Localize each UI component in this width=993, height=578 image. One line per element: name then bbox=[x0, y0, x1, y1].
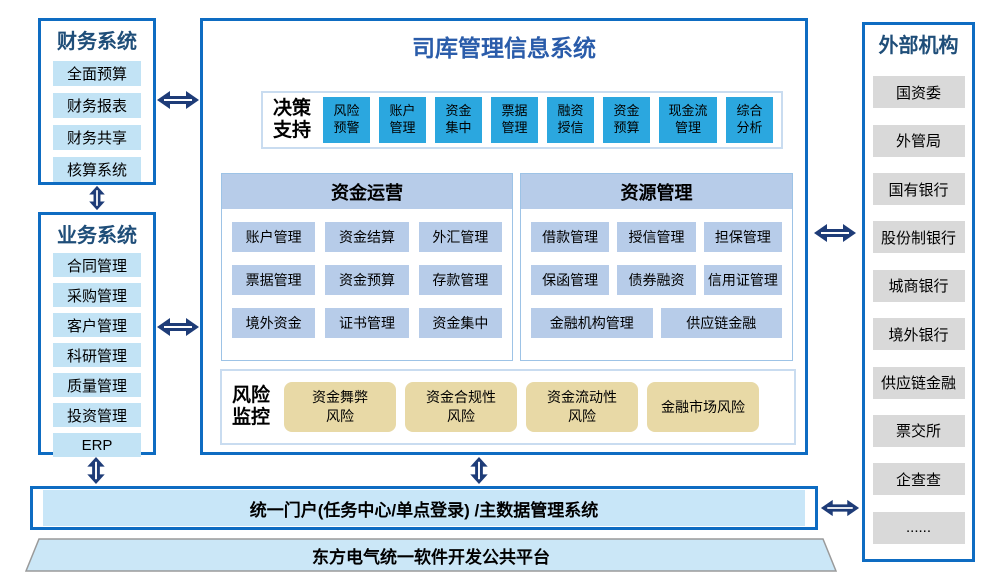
external-organization-item: 国资委 bbox=[872, 76, 965, 109]
resource-management-title: 资源管理 bbox=[521, 174, 792, 209]
risk-monitoring-item: 资金流动性 风险 bbox=[526, 382, 639, 432]
financial-system-item: 财务共享 bbox=[53, 125, 141, 150]
resource-management-item: 授信管理 bbox=[617, 222, 696, 252]
risk-monitoring-label: 风险 监控 bbox=[232, 384, 271, 428]
financial-system-item: 全面预算 bbox=[53, 61, 141, 86]
business-system-item: ERP bbox=[53, 433, 141, 457]
decision-support-item: 资金 集中 bbox=[435, 97, 483, 143]
resource-management-item: 担保管理 bbox=[703, 222, 782, 252]
decision-support-item: 综合 分析 bbox=[726, 97, 774, 143]
external-organization-item: 股份制银行 bbox=[872, 221, 965, 254]
external-organizations-items: 国资委外管局国有银行股份制银行城商银行境外银行供应链金融票交所企查查...... bbox=[865, 60, 972, 560]
arrow-treasury-external-icon bbox=[814, 224, 856, 242]
risk-monitoring-items: 资金舞弊 风险资金合规性 风险资金流动性 风险金融市场风险 bbox=[284, 382, 760, 432]
business-system-item: 采购管理 bbox=[53, 283, 141, 307]
business-system-items: 合同管理采购管理客户管理科研管理质量管理投资管理 ERP bbox=[41, 253, 153, 457]
resource-management-item: 金融机构管理 bbox=[531, 308, 653, 338]
decision-support-item: 资金 预算 bbox=[603, 97, 651, 143]
capital-operation-item: 境外资金 bbox=[232, 308, 316, 338]
platform-label: 东方电气统一软件开发公共平台 bbox=[312, 547, 550, 567]
external-organization-item: 外管局 bbox=[872, 124, 965, 157]
capital-operation-item: 资金结算 bbox=[325, 222, 409, 252]
risk-monitoring-item: 金融市场风险 bbox=[647, 382, 760, 432]
decision-support-row: 决策 支持 风险 预警账户 管理资金 集中票据 管理融资 授信资金 预算现金流 … bbox=[261, 91, 783, 149]
decision-support-label: 决策 支持 bbox=[273, 97, 312, 141]
platform-trapezoid-shape bbox=[24, 538, 838, 572]
business-system-item: 科研管理 bbox=[53, 343, 141, 367]
external-organization-item: 企查查 bbox=[872, 463, 965, 496]
capital-operation-title: 资金运营 bbox=[222, 174, 512, 209]
resource-management-items: 借款管理授信管理担保管理保函管理债券融资信用证管理金融机构管理供应链金融 bbox=[521, 209, 792, 351]
business-system-title: 业务系统 bbox=[57, 225, 137, 247]
external-organization-item: 国有银行 bbox=[872, 173, 965, 206]
decision-support-items: 风险 预警账户 管理资金 集中票据 管理融资 授信资金 预算现金流 管理综合 分… bbox=[323, 97, 774, 143]
unified-portal-bar: 统一门户(任务中心/单点登录) /主数据管理系统 bbox=[30, 486, 818, 530]
external-organization-item: 城商银行 bbox=[872, 269, 965, 302]
business-system-item: 合同管理 bbox=[53, 253, 141, 277]
external-organization-item: ...... bbox=[872, 511, 965, 544]
resource-management-item: 保函管理 bbox=[531, 265, 610, 295]
unified-portal-label: 统一门户(任务中心/单点登录) /主数据管理系统 bbox=[249, 500, 599, 520]
capital-operation-item: 资金集中 bbox=[418, 308, 502, 338]
capital-operation-item: 票据管理 bbox=[232, 265, 316, 295]
financial-system-items: 全面预算财务报表财务共享核算系统 bbox=[41, 61, 153, 182]
decision-support-item: 现金流 管理 bbox=[659, 97, 718, 143]
financial-system-item: 财务报表 bbox=[53, 93, 141, 118]
business-system-item: 客户管理 bbox=[53, 313, 141, 337]
arrow-business-portal-icon bbox=[87, 456, 105, 485]
arrow-treasury-portal-icon bbox=[470, 456, 488, 485]
capital-operation-item: 存款管理 bbox=[418, 265, 502, 295]
arrow-business-treasury-icon bbox=[157, 318, 199, 336]
decision-support-item: 风险 预警 bbox=[323, 97, 371, 143]
decision-support-item: 融资 授信 bbox=[547, 97, 595, 143]
risk-monitoring-item: 资金合规性 风险 bbox=[405, 382, 518, 432]
arrow-financial-treasury-icon bbox=[157, 91, 199, 109]
platform-bar: 东方电气统一软件开发公共平台 bbox=[24, 538, 838, 572]
capital-operation-item: 证书管理 bbox=[325, 308, 409, 338]
resource-management-item: 信用证管理 bbox=[703, 265, 782, 295]
risk-monitoring-row: 风险 监控 资金舞弊 风险资金合规性 风险资金流动性 风险金融市场风险 bbox=[220, 369, 796, 445]
external-organization-item: 境外银行 bbox=[872, 318, 965, 351]
resource-management-panel: 资源管理 借款管理授信管理担保管理保函管理债券融资信用证管理金融机构管理供应链金… bbox=[520, 173, 793, 361]
unified-portal-fill bbox=[43, 490, 805, 526]
treasury-title: 司库管理信息系统 bbox=[412, 35, 596, 61]
capital-operation-item: 账户管理 bbox=[232, 222, 316, 252]
business-system-box: 业务系统 合同管理采购管理客户管理科研管理质量管理投资管理 ERP bbox=[38, 212, 156, 457]
business-system-item: 投资管理 bbox=[53, 403, 141, 427]
treasury-system-box: 司库管理信息系统 决策 支持 风险 预警账户 管理资金 集中票据 管理融资 授信… bbox=[200, 18, 808, 455]
external-organizations-title: 外部机构 bbox=[878, 35, 959, 57]
business-system-item: 质量管理 bbox=[53, 373, 141, 397]
resource-management-item: 债券融资 bbox=[617, 265, 696, 295]
resource-management-item: 供应链金融 bbox=[660, 308, 782, 338]
financial-system-box: 财务系统 全面预算财务报表财务共享核算系统 bbox=[38, 18, 156, 185]
decision-support-item: 票据 管理 bbox=[491, 97, 539, 143]
decision-support-item: 账户 管理 bbox=[379, 97, 427, 143]
financial-system-item: 核算系统 bbox=[53, 157, 141, 182]
resource-management-item: 借款管理 bbox=[531, 222, 610, 252]
capital-operation-panel: 资金运营 账户管理资金结算外汇管理票据管理资金预算存款管理境外资金证书管理资金集… bbox=[221, 173, 513, 361]
capital-operation-item: 外汇管理 bbox=[418, 222, 502, 252]
arrow-portal-external-icon bbox=[820, 499, 860, 517]
financial-system-title: 财务系统 bbox=[57, 31, 137, 53]
capital-operation-item: 资金预算 bbox=[325, 265, 409, 295]
risk-monitoring-item: 资金舞弊 风险 bbox=[284, 382, 397, 432]
external-organization-item: 票交所 bbox=[872, 414, 965, 447]
arrow-financial-business-icon bbox=[89, 185, 105, 211]
capital-operation-items: 账户管理资金结算外汇管理票据管理资金预算存款管理境外资金证书管理资金集中 bbox=[222, 209, 512, 351]
external-organizations-box: 外部机构 国资委外管局国有银行股份制银行城商银行境外银行供应链金融票交所企查查.… bbox=[862, 22, 975, 562]
external-organization-item: 供应链金融 bbox=[872, 366, 965, 399]
